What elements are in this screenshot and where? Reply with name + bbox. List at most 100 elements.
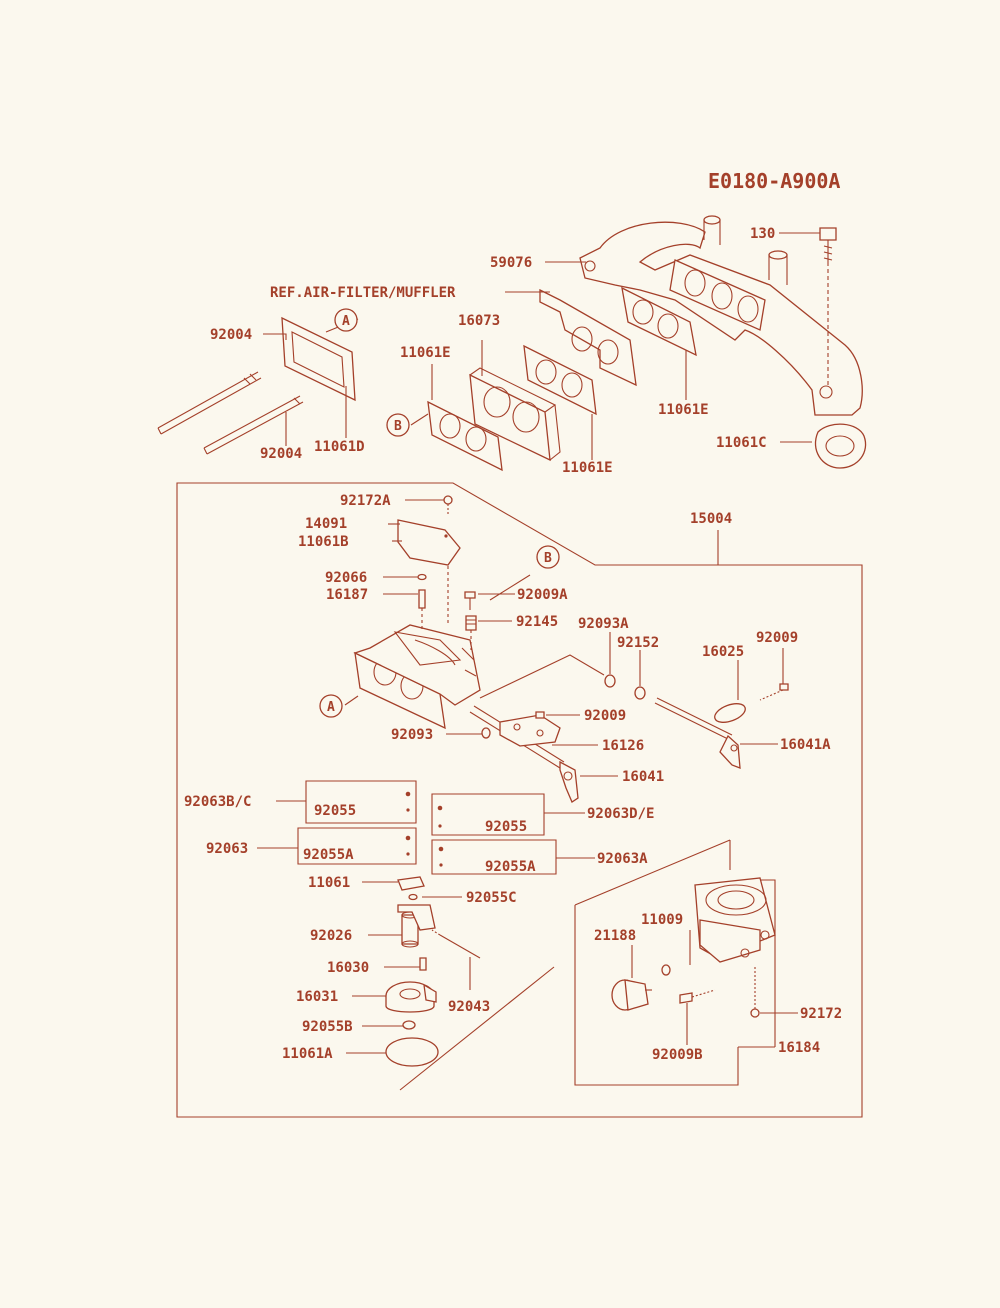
callout-b-top bbox=[386, 413, 410, 437]
gasket-11061e-middle bbox=[523, 344, 597, 416]
screw-92009-left bbox=[535, 711, 545, 719]
stud-92004 bbox=[157, 371, 304, 455]
main-leaders bbox=[257, 499, 798, 1054]
label-92009-left: 92009 bbox=[584, 708, 626, 724]
label-92063a: 92063A bbox=[597, 851, 648, 867]
label-ref-air-filter-muffler: REF.AIR-FILTER/MUFFLER bbox=[270, 285, 456, 301]
label-16187: 16187 bbox=[326, 587, 368, 603]
label-92152: 92152 bbox=[617, 635, 659, 651]
elbow-16184 bbox=[694, 877, 776, 963]
label-92055-right: 92055 bbox=[485, 819, 527, 835]
label-16041: 16041 bbox=[622, 769, 664, 785]
gasket-11061a bbox=[385, 1037, 439, 1067]
label-92066: 92066 bbox=[325, 570, 367, 586]
plate-16025 bbox=[714, 703, 746, 723]
label-15004: 15004 bbox=[690, 511, 732, 527]
jet-box-92063a bbox=[431, 839, 557, 875]
label-130: 130 bbox=[750, 226, 775, 242]
label-16126: 16126 bbox=[602, 738, 644, 754]
label-16031: 16031 bbox=[296, 989, 338, 1005]
callout-a-main-text: A bbox=[327, 700, 335, 715]
washer-11009 bbox=[661, 964, 671, 976]
jet-box-92063bc bbox=[305, 780, 417, 824]
screw-92009b bbox=[679, 989, 716, 1004]
label-11061e-middle: 11061E bbox=[562, 460, 613, 476]
insulator-16073 bbox=[469, 367, 561, 462]
label-92063d-e: 92063D/E bbox=[587, 806, 654, 822]
label-16184: 16184 bbox=[778, 1040, 820, 1056]
label-59076: 59076 bbox=[490, 255, 532, 271]
screw-16187 bbox=[418, 589, 426, 630]
washer-92093 bbox=[481, 727, 491, 739]
plate-16126 bbox=[499, 714, 561, 747]
label-14091: 14091 bbox=[305, 516, 347, 532]
callout-b-top-text: B bbox=[394, 419, 402, 434]
label-92055a-left: 92055A bbox=[303, 847, 354, 863]
choke-shaft-16041a bbox=[654, 697, 741, 769]
callout-a-main bbox=[319, 694, 343, 718]
valve-16030 bbox=[419, 957, 427, 971]
label-92026: 92026 bbox=[310, 928, 352, 944]
label-16030: 16030 bbox=[327, 960, 369, 976]
label-92004-bottom: 92004 bbox=[260, 446, 302, 462]
label-21188: 21188 bbox=[594, 928, 636, 944]
screw-92009-right bbox=[759, 683, 789, 701]
label-92009-right: 92009 bbox=[756, 630, 798, 646]
plate-14091 bbox=[397, 519, 461, 566]
screw-92009a bbox=[464, 591, 476, 610]
label-92145: 92145 bbox=[516, 614, 558, 630]
gasket-11061e-left bbox=[427, 400, 503, 472]
label-92172: 92172 bbox=[800, 1006, 842, 1022]
label-92093a: 92093A bbox=[578, 616, 629, 632]
label-11061d: 11061D bbox=[314, 439, 365, 455]
float-92026 bbox=[397, 904, 436, 948]
label-11061e-right: 11061E bbox=[658, 402, 709, 418]
callout-b-main-text: B bbox=[544, 551, 552, 566]
label-92093: 92093 bbox=[391, 727, 433, 743]
carburetor-frame bbox=[176, 482, 863, 1118]
intake-manifold bbox=[579, 215, 863, 416]
label-16041a: 16041A bbox=[780, 737, 831, 753]
screw-92172 bbox=[750, 965, 760, 1018]
label-16073: 16073 bbox=[458, 313, 500, 329]
label-11061e-left: 11061E bbox=[400, 345, 451, 361]
label-11009: 11009 bbox=[641, 912, 683, 928]
label-92055a-right: 92055A bbox=[485, 859, 536, 875]
diagram-id: E0180-A900A bbox=[708, 169, 840, 193]
label-92055-left: 92055 bbox=[314, 803, 356, 819]
label-11061b: 11061B bbox=[298, 534, 349, 550]
gasket-11061d bbox=[281, 316, 356, 402]
spacer-plate bbox=[539, 288, 637, 387]
callout-b-main bbox=[536, 545, 560, 569]
jet-box-92063 bbox=[297, 827, 417, 865]
gasket-11061 bbox=[397, 876, 425, 891]
bowl-16031 bbox=[385, 981, 437, 1013]
pin-92043 bbox=[431, 929, 481, 959]
label-92055b: 92055B bbox=[302, 1019, 353, 1035]
label-92004-top: 92004 bbox=[210, 327, 252, 343]
label-92009b: 92009B bbox=[652, 1047, 703, 1063]
solenoid-21188 bbox=[611, 979, 652, 1011]
spring-92145 bbox=[465, 615, 477, 650]
label-92009a: 92009A bbox=[517, 587, 568, 603]
gasket-11061e-right bbox=[621, 286, 697, 357]
label-92172a: 92172A bbox=[340, 493, 391, 509]
gasket-11061c bbox=[814, 423, 867, 469]
callout-a-top bbox=[334, 308, 358, 332]
label-11061a: 11061A bbox=[282, 1046, 333, 1062]
carburetor-body bbox=[353, 624, 481, 730]
label-92063b-c: 92063B/C bbox=[184, 794, 251, 810]
label-11061: 11061 bbox=[308, 875, 350, 891]
seal-92152 bbox=[634, 686, 646, 700]
oring-92066 bbox=[417, 573, 427, 581]
jet-92055c bbox=[408, 893, 418, 901]
subframe-16184 bbox=[574, 839, 776, 1086]
bolt-130 bbox=[819, 227, 837, 386]
oring-92055b bbox=[402, 1020, 416, 1030]
label-92043: 92043 bbox=[448, 999, 490, 1015]
bushing-92093a bbox=[604, 674, 616, 688]
label-16025: 16025 bbox=[702, 644, 744, 660]
label-92063: 92063 bbox=[206, 841, 248, 857]
callout-a-top-text: A bbox=[342, 314, 350, 329]
